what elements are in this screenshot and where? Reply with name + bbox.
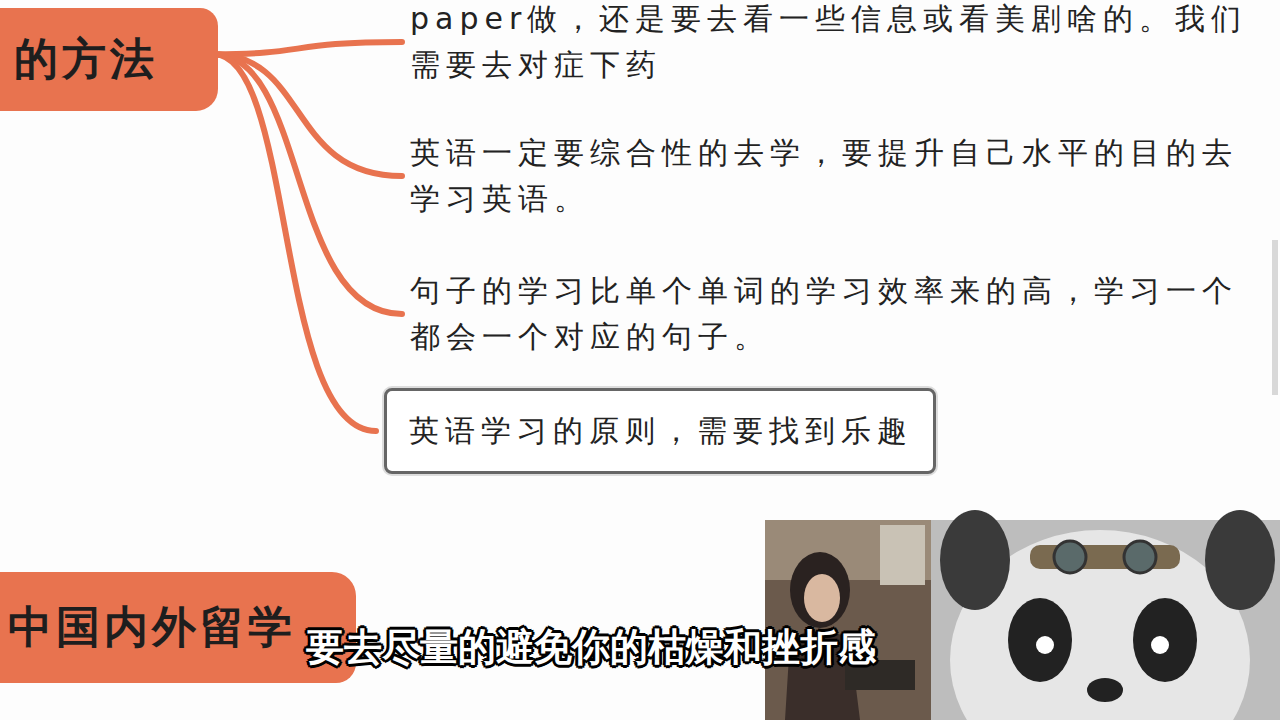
- webcam-person: [765, 520, 931, 720]
- selected-text-box: 英语学习的原则，需要找到乐趣: [384, 388, 936, 474]
- branch-text: paper做，还是要去看一些信息或看美剧啥的。我们需要去对症下药: [410, 0, 1270, 88]
- scroll-bar: [1272, 240, 1278, 395]
- video-subtitle: 要去尽量的避免你的枯燥和挫折感: [306, 622, 876, 673]
- branch-curve: [214, 42, 402, 54]
- branch-curve: [214, 54, 376, 431]
- node-text: 英语学习的原则，需要找到乐趣: [409, 408, 913, 454]
- section-label: 中国内外留学: [0, 572, 356, 683]
- node-text: 句子的学习比单个单词的学习效率来的高，学习一个都会一个对应的句子。: [410, 268, 1270, 360]
- topic-label: 的方法: [0, 8, 218, 111]
- branch-text: 英语一定要综合性的去学，要提升自己水平的目的去学习英语。: [410, 130, 1270, 222]
- node-text: 的方法: [14, 30, 158, 89]
- branch-curve: [214, 54, 402, 314]
- panda-mascot: [931, 510, 1280, 720]
- branch-text: 句子的学习比单个单词的学习效率来的高，学习一个都会一个对应的句子。: [410, 268, 1270, 360]
- node-text: 英语一定要综合性的去学，要提升自己水平的目的去学习英语。: [410, 130, 1270, 222]
- node-text: 中国内外留学: [8, 598, 296, 657]
- node-text: paper做，还是要去看一些信息或看美剧啥的。我们需要去对症下药: [410, 0, 1270, 88]
